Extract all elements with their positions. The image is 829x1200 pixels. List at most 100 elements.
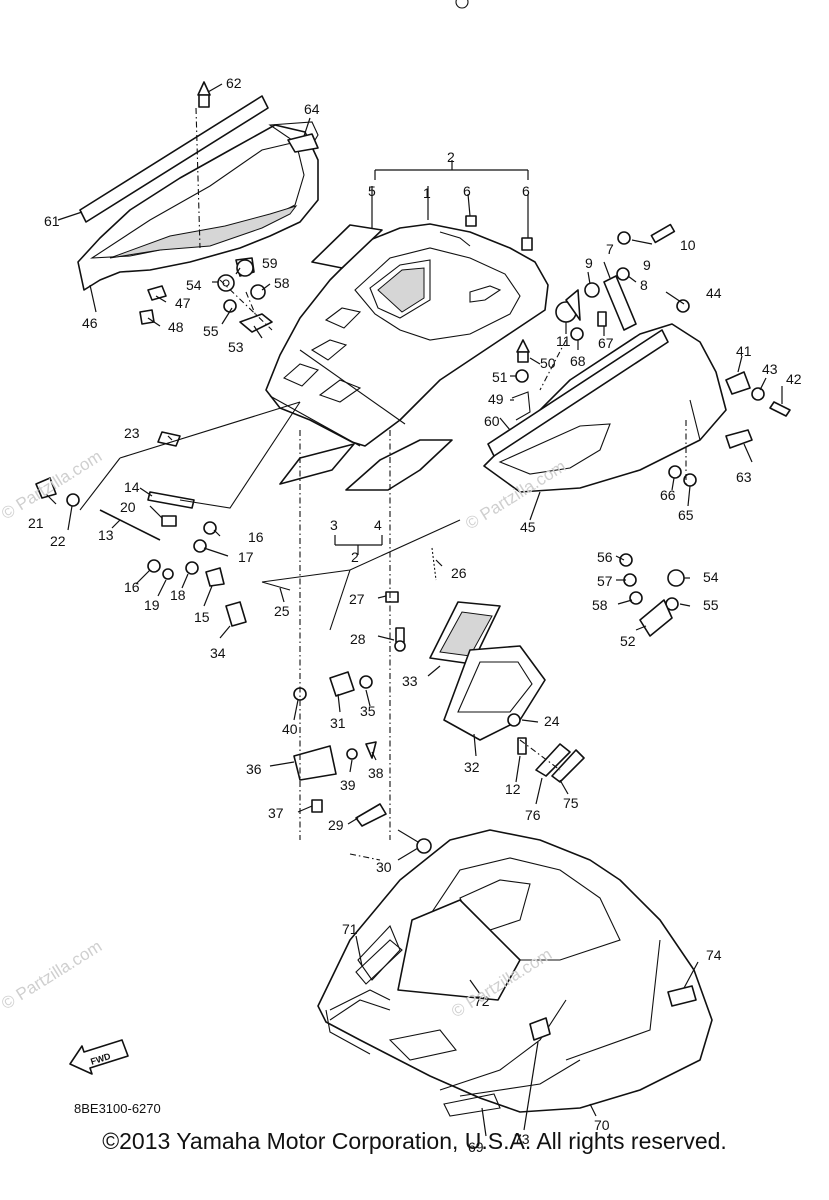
callout-31: 31: [330, 715, 346, 731]
callout-4: 4: [374, 517, 382, 533]
part-71-trim: [355, 939, 403, 985]
assembly-lines: [195, 107, 687, 861]
callout-22: 22: [50, 533, 66, 549]
callout-52: 52: [620, 633, 636, 649]
callout-29: 29: [328, 817, 344, 833]
strips-75-76: [517, 737, 585, 783]
callout-13: 13: [98, 527, 114, 543]
callout-74: 74: [706, 947, 722, 963]
callout-57: 57: [597, 573, 613, 589]
right-mid-hardware: [619, 553, 685, 637]
callout-18: 18: [170, 587, 186, 603]
callout-11: 11: [556, 333, 571, 349]
part-46-tray: [77, 95, 319, 291]
callout-60: 60: [484, 413, 500, 429]
callout-48: 48: [168, 319, 184, 335]
latch-hardware: [555, 223, 690, 341]
callout-37: 37: [268, 805, 284, 821]
part-6-clip-a: [465, 215, 477, 227]
callout-63: 63: [736, 469, 752, 485]
callout-6b: 6: [522, 183, 530, 199]
part-5-panel: [311, 224, 383, 269]
callout-5: 5: [368, 183, 376, 199]
callout-45: 45: [520, 519, 536, 535]
callout-3: 3: [330, 517, 338, 533]
fwd-arrow: FWD: [69, 1039, 129, 1075]
callout-54-right: 54: [703, 569, 719, 585]
part-69-strip: [443, 1093, 501, 1117]
left-hardware-group: [35, 401, 301, 627]
callout-27: 27: [349, 591, 365, 607]
callout-73: 73: [514, 1131, 530, 1147]
callout-64: 64: [304, 101, 320, 117]
part-29-30: [355, 803, 432, 854]
callout-75: 75: [563, 795, 579, 811]
callout-55-left: 55: [203, 323, 219, 339]
callout-6a: 6: [463, 183, 471, 199]
callout-61: 61: [44, 213, 60, 229]
callout-72: 72: [474, 993, 490, 1009]
callout-41: 41: [736, 343, 752, 359]
callout-68: 68: [570, 353, 586, 369]
callout-16a: 16: [248, 529, 264, 545]
callout-71: 71: [342, 921, 358, 937]
callout-40: 40: [282, 721, 298, 737]
callout-9a: 9: [585, 255, 593, 271]
callout-23: 23: [124, 425, 140, 441]
callout-21: 21: [28, 515, 44, 531]
callout-35: 35: [360, 703, 376, 719]
lower-left-hardware: [293, 671, 377, 813]
callout-32: 32: [464, 759, 480, 775]
cable-assembly: [261, 519, 461, 652]
watermark: © Partzilla.com: [0, 447, 105, 524]
callout-58-right: 58: [592, 597, 608, 613]
callout-67: 67: [598, 335, 614, 351]
callout-43: 43: [762, 361, 778, 377]
hood-hardware-left: [139, 257, 273, 333]
callout-65: 65: [678, 507, 694, 523]
callout-28: 28: [350, 631, 366, 647]
callout-53: 53: [228, 339, 244, 355]
callout-70: 70: [594, 1117, 610, 1133]
part-62-rivet: [197, 81, 211, 108]
watermark: © Partzilla.com: [0, 937, 105, 1014]
callout-17: 17: [238, 549, 254, 565]
callout-brackets: [334, 160, 529, 555]
part-1-hood: [265, 223, 549, 447]
callout-59: 59: [262, 255, 278, 271]
callout-7: 7: [606, 241, 614, 257]
callout-55-right: 55: [703, 597, 719, 613]
callout-10: 10: [680, 237, 696, 253]
callout-36: 36: [246, 761, 262, 777]
callout-1: 1: [423, 185, 431, 201]
callout-30: 30: [376, 859, 392, 875]
callout-50: 50: [540, 355, 556, 371]
callout-58-left: 58: [274, 275, 290, 291]
callout-20: 20: [120, 499, 136, 515]
callout-54-left: 54: [186, 277, 202, 293]
callout-39: 39: [340, 777, 356, 793]
callout-19: 19: [144, 597, 160, 613]
callout-33: 33: [402, 673, 418, 689]
callout-25: 25: [274, 603, 290, 619]
callout-46: 46: [82, 315, 98, 331]
callout-9b: 9: [643, 257, 651, 273]
top-circle-mark: [455, 0, 469, 9]
callout-38: 38: [368, 765, 384, 781]
callout-24: 24: [544, 713, 560, 729]
callout-42: 42: [786, 371, 802, 387]
part-6-clip-b: [521, 237, 533, 251]
callout-2-mid: 2: [351, 549, 359, 565]
callout-16b: 16: [124, 579, 140, 595]
part-32-33-vent: [429, 601, 546, 741]
leader-lines: [45, 83, 783, 1137]
part-72-panel: [397, 899, 521, 1001]
callout-44: 44: [706, 285, 722, 301]
callout-69: 69: [468, 1139, 484, 1155]
callout-49: 49: [488, 391, 504, 407]
diagram-code: 8BE3100-6270: [74, 1101, 161, 1116]
callout-47: 47: [175, 295, 191, 311]
parts-3-4-panels: [279, 439, 453, 491]
callout-51: 51: [492, 369, 508, 385]
